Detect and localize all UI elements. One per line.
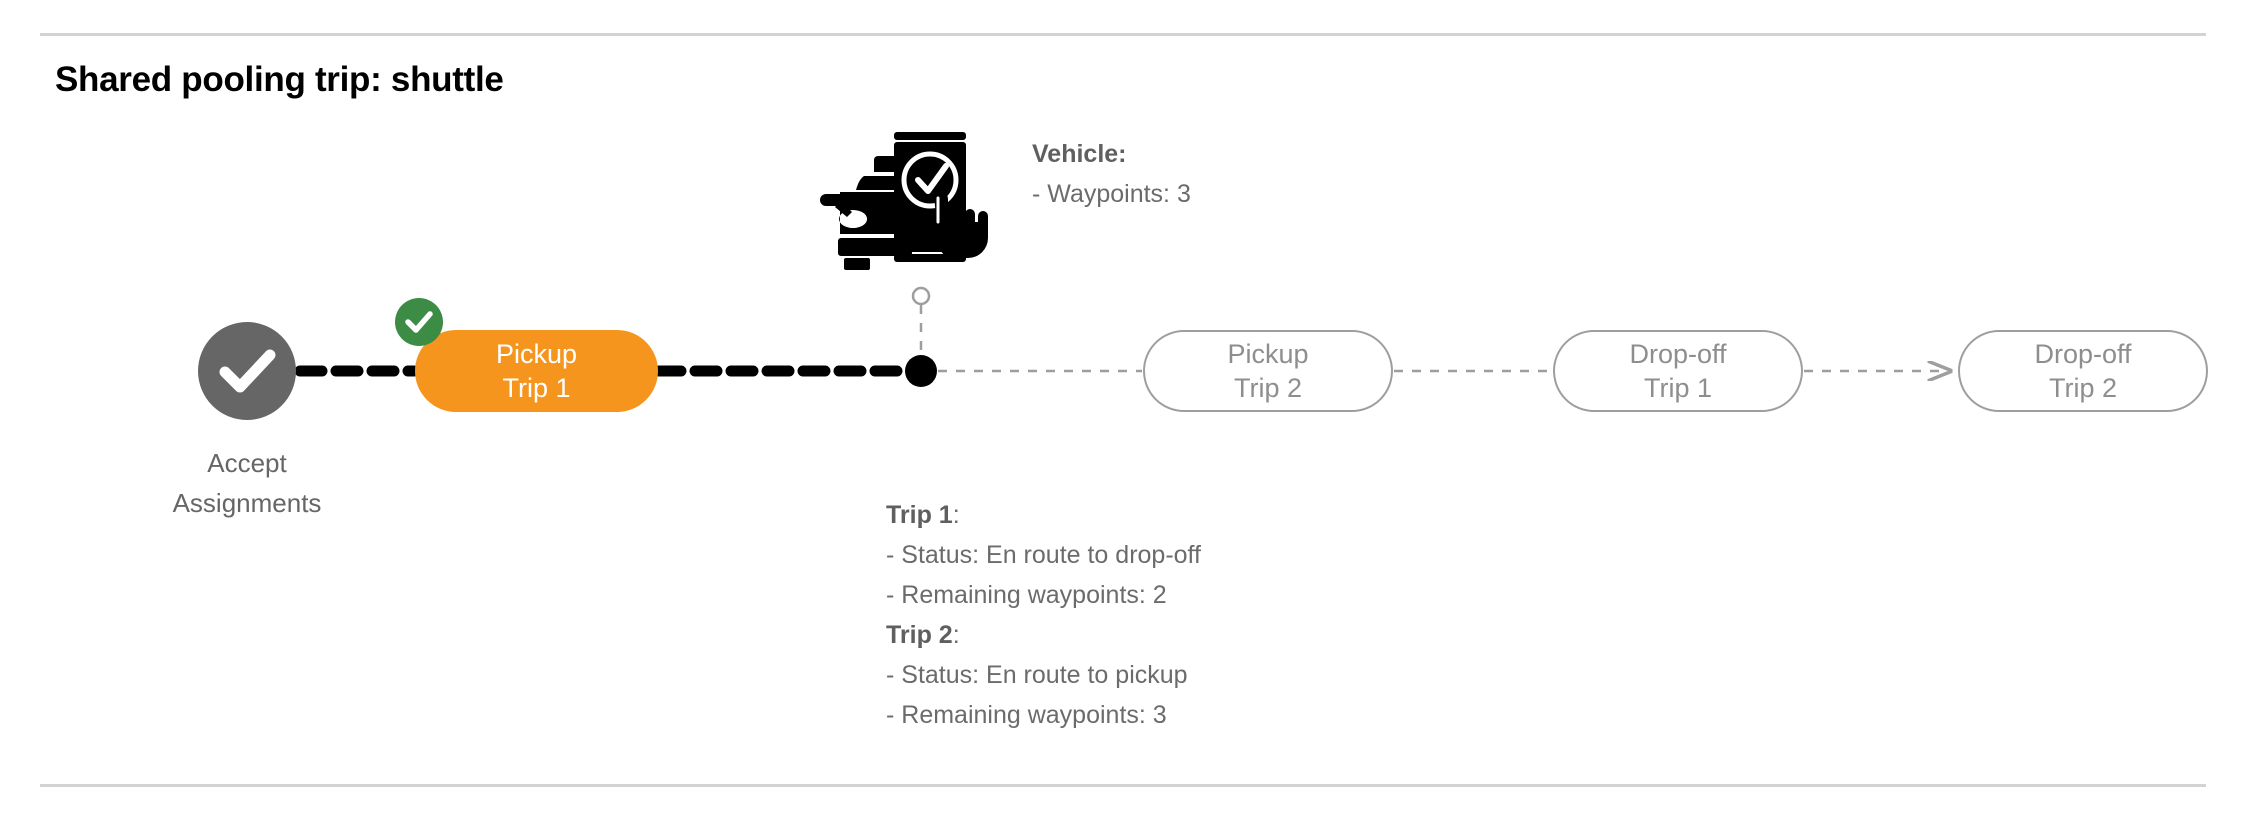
- trip1-remaining-waypoints: - Remaining waypoints: 2: [886, 581, 1167, 609]
- trip2-heading-row: Trip 2:: [886, 615, 1201, 655]
- page-title: Shared pooling trip: shuttle: [55, 60, 504, 99]
- trip2-heading-suffix: :: [952, 621, 960, 649]
- trip2-status: - Status: En route to pickup: [886, 661, 1188, 689]
- trip2-heading: Trip 2: [886, 621, 953, 649]
- vehicle-callout: Vehicle: - Waypoints: 3: [1032, 134, 1191, 214]
- top-divider: [40, 33, 2206, 36]
- node-pickup-trip-2[interactable]: Pickup Trip 2: [1143, 330, 1393, 412]
- vehicle-app-check-glyph: [820, 132, 988, 270]
- trip2-remaining-waypoints: - Remaining waypoints: 3: [886, 701, 1167, 729]
- node-accept-assignments-label: Accept Assignments: [107, 443, 387, 523]
- check-circle-icon: [219, 349, 276, 393]
- node-pickup-trip-1-line2: Trip 1: [502, 373, 571, 403]
- accept-label-line2: Assignments: [172, 488, 322, 518]
- node-pickup-trip-1[interactable]: Pickup Trip 1: [415, 330, 658, 412]
- node-dropoff-trip-1[interactable]: Drop-off Trip 1: [1553, 330, 1803, 412]
- vehicle-position-dot: [905, 355, 937, 387]
- trip1-status: - Status: En route to drop-off: [886, 541, 1201, 569]
- trip1-heading-row: Trip 1:: [886, 495, 1201, 535]
- vehicle-callout-heading-suffix: :: [1118, 140, 1127, 168]
- vehicle-app-check-icon: [820, 118, 992, 270]
- accept-label-line1: Accept: [207, 448, 287, 478]
- trip1-heading-suffix: :: [952, 501, 960, 529]
- node-pickup-trip-2-line2: Trip 2: [1233, 373, 1302, 403]
- vehicle-leader-endpoint: [911, 286, 931, 306]
- node-dropoff-trip-2-line2: Trip 2: [2048, 373, 2117, 403]
- bottom-divider: [40, 784, 2206, 787]
- check-badge-glyph: [405, 311, 433, 333]
- node-dropoff-trip-2[interactable]: Drop-off Trip 2: [1958, 330, 2208, 412]
- node-dropoff-trip-2-line1: Drop-off: [2034, 339, 2132, 369]
- vehicle-callout-heading-row: Vehicle:: [1032, 134, 1191, 174]
- vehicle-callout-heading: Vehicle: [1032, 140, 1119, 168]
- check-badge-icon: [395, 298, 443, 346]
- trips-callout: Trip 1: - Status: En route to drop-off -…: [886, 495, 1201, 735]
- trip1-heading: Trip 1: [886, 501, 953, 529]
- vehicle-callout-waypoints: - Waypoints: 3: [1032, 180, 1191, 208]
- node-accept-assignments[interactable]: [198, 322, 296, 420]
- node-dropoff-trip-1-line2: Trip 1: [1643, 373, 1712, 403]
- node-dropoff-trip-1-line1: Drop-off: [1629, 339, 1727, 369]
- node-pickup-trip-2-line1: Pickup: [1227, 339, 1309, 369]
- node-pickup-trip-1-line1: Pickup: [495, 339, 578, 369]
